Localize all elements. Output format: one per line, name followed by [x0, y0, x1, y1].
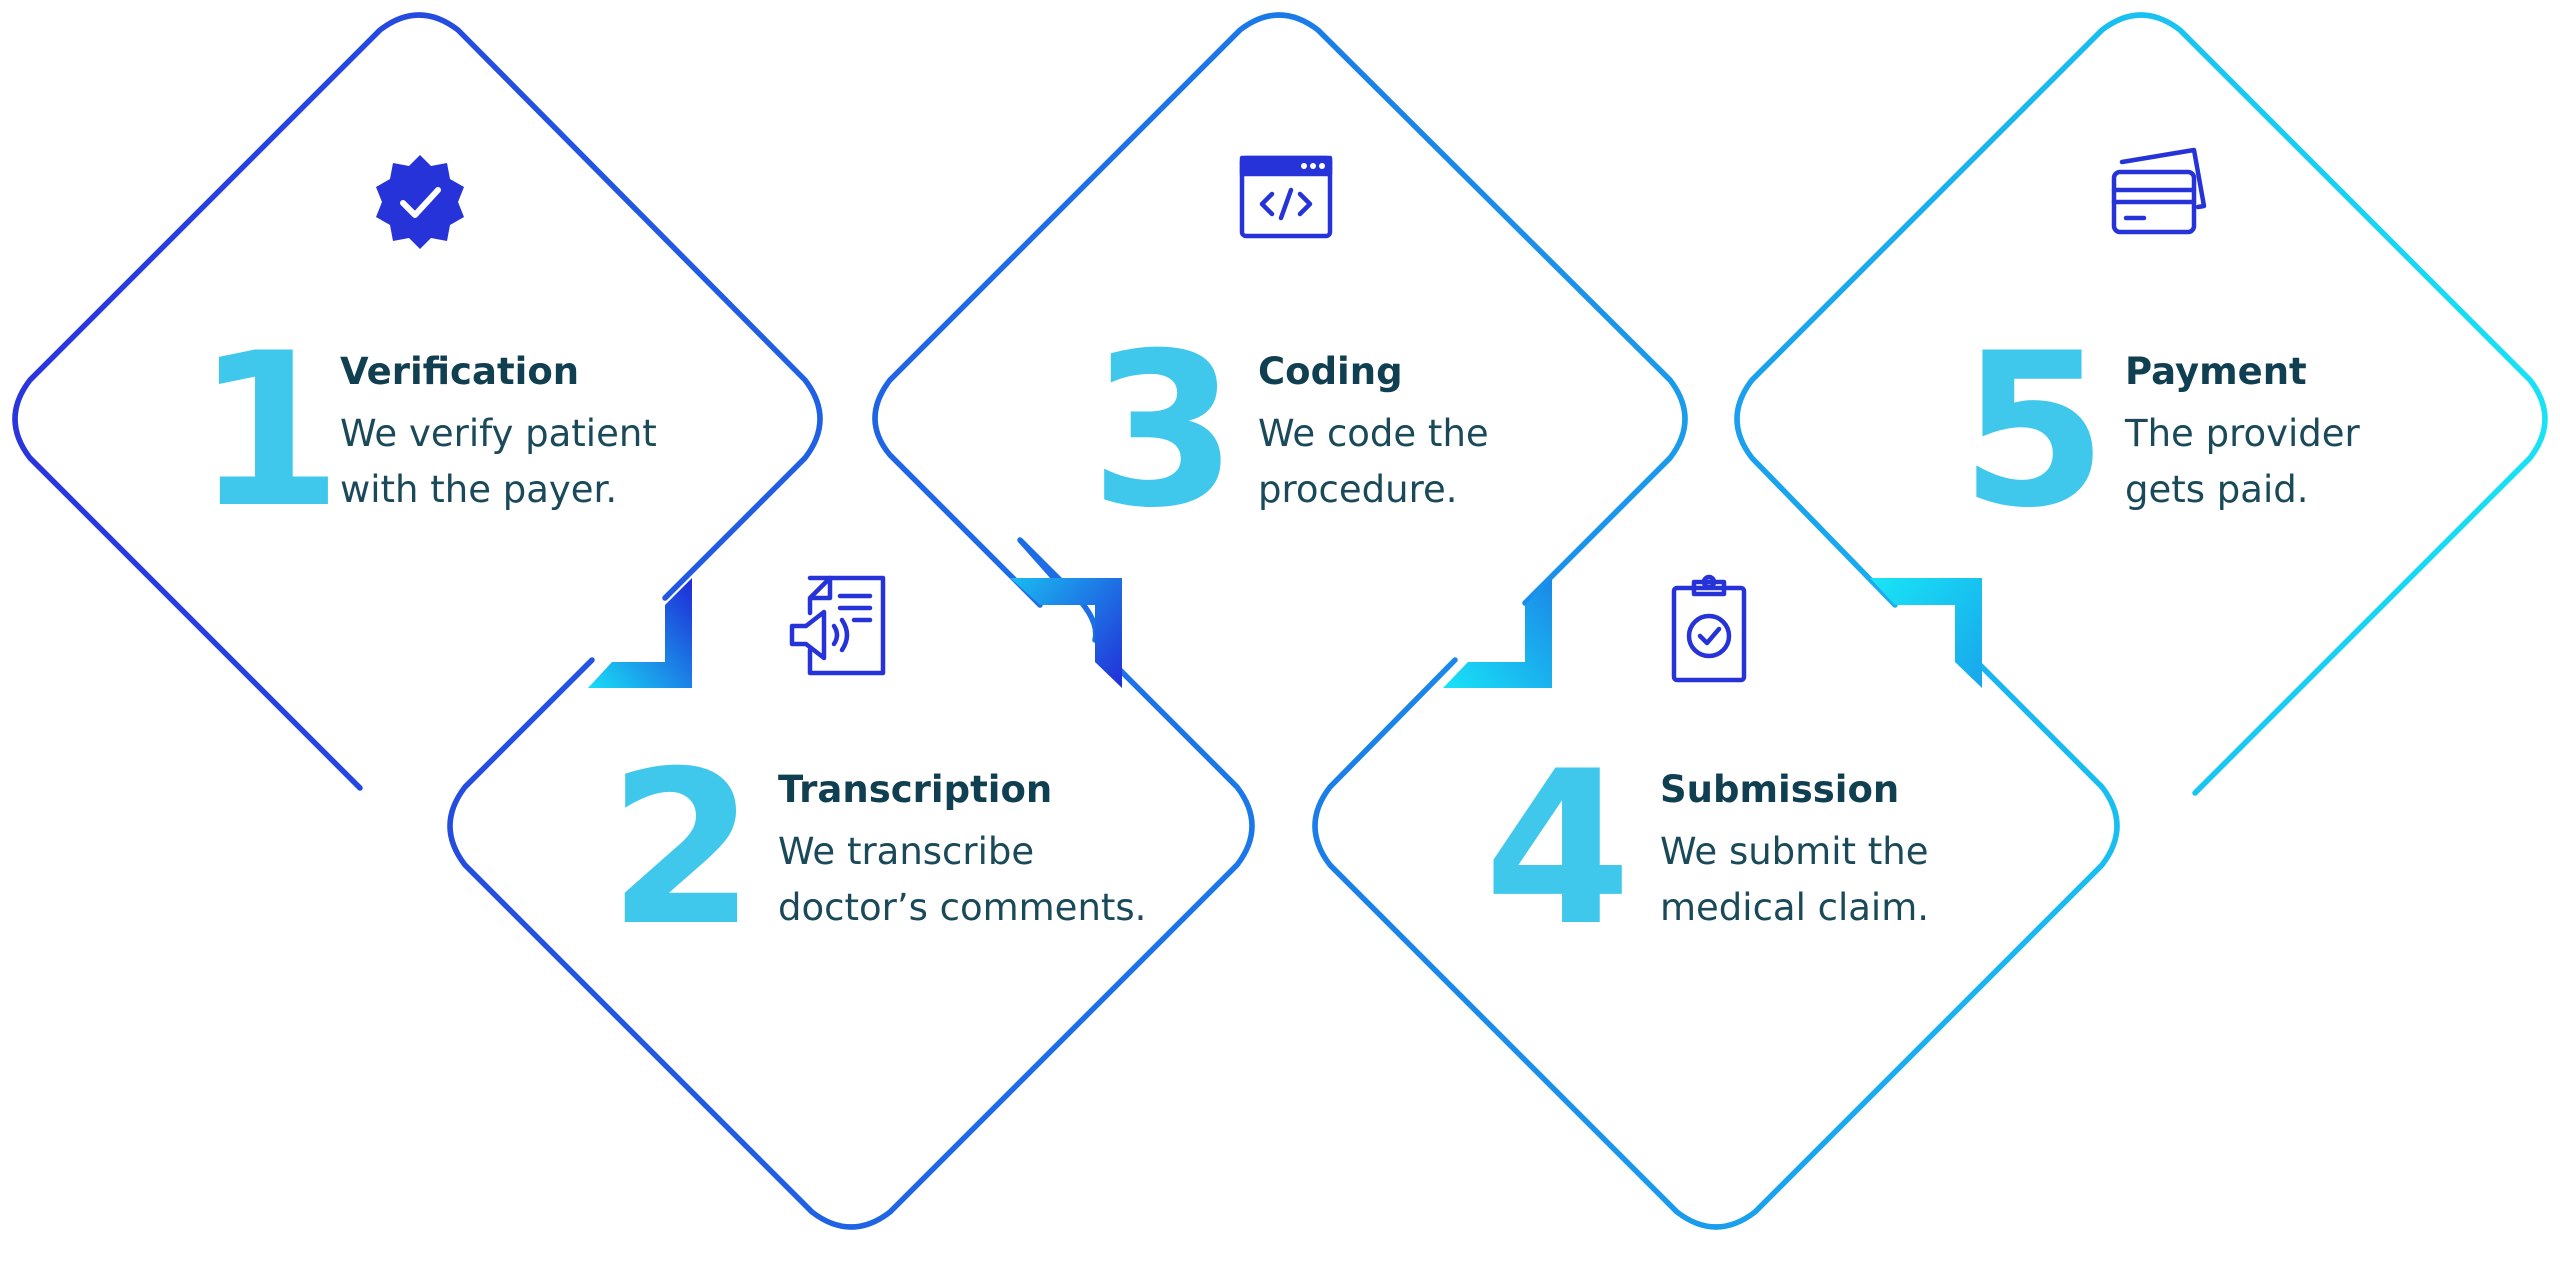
step-2-number: 2	[608, 725, 756, 972]
diamond-2-main	[447, 657, 1255, 1230]
connector-2-3	[1010, 578, 1122, 688]
code-window-icon	[1239, 155, 1333, 239]
step-4-desc-line2: medical claim.	[1660, 886, 1929, 929]
connector-3-4	[1443, 578, 1552, 688]
step-5-desc-line2: gets paid.	[2125, 468, 2308, 511]
step-5-desc-line1: The provider	[2124, 412, 2361, 455]
step-2-title: Transcription	[778, 768, 1052, 811]
step-3-desc-line1: We code the	[1258, 412, 1489, 455]
connector-4-5	[1870, 578, 1982, 688]
step-4-number: 4	[1484, 725, 1632, 972]
step-4-desc-line1: We submit the	[1660, 830, 1928, 873]
credit-cards-icon	[2111, 147, 2207, 235]
diamond-3-outline	[872, 12, 1688, 608]
verified-badge-icon	[376, 155, 464, 249]
diamond-1-outline	[12, 12, 823, 791]
audio-document-icon	[789, 575, 886, 676]
diamond-5-outline	[1734, 12, 2548, 796]
step-1-desc-line1: We verify patient	[340, 412, 657, 455]
clipboard-check-icon	[1671, 574, 1747, 683]
step-4-title: Submission	[1660, 768, 1899, 811]
step-3-number: 3	[1090, 307, 1238, 554]
step-2-desc-line2: doctor’s comments.	[778, 886, 1146, 929]
step-5-title: Payment	[2125, 350, 2307, 393]
step-3-desc-line2: procedure.	[1258, 468, 1458, 511]
step-1-desc-line2: with the payer.	[340, 468, 617, 511]
connector-1-2	[588, 578, 692, 688]
step-1-number: 1	[195, 307, 343, 554]
step-1-title: Verification	[340, 350, 579, 393]
step-3-title: Coding	[1258, 350, 1403, 393]
diamond-4-main	[1312, 657, 2120, 1230]
step-2-desc-line1: We transcribe	[778, 830, 1034, 873]
step-5-number: 5	[1960, 307, 2108, 554]
